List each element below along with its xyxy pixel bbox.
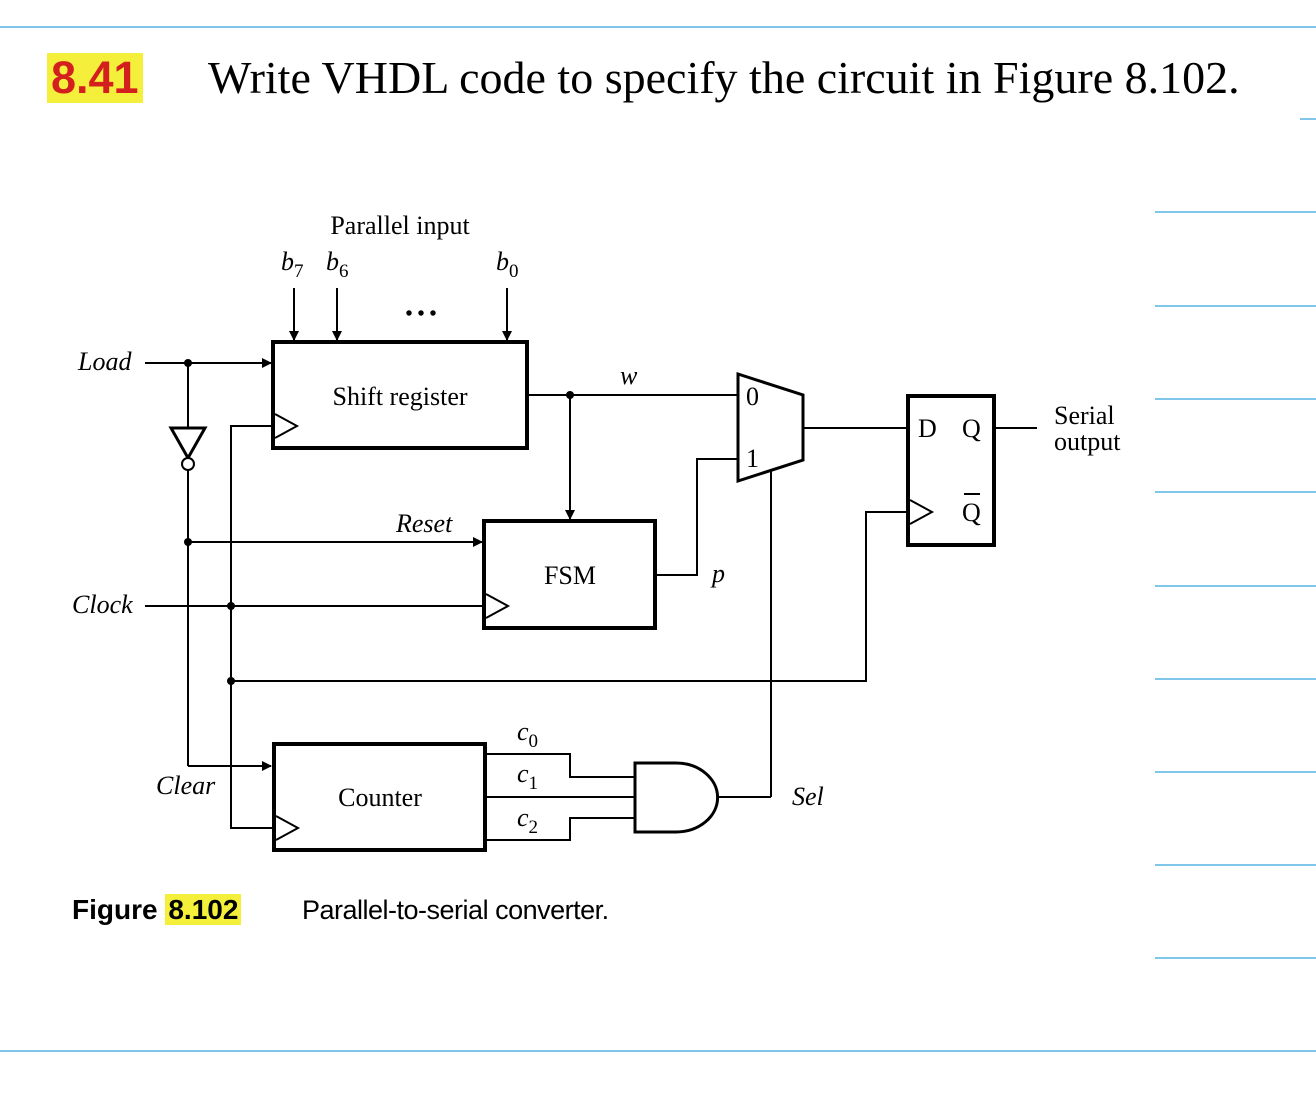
d-flipflop-block — [906, 394, 996, 547]
c0-wire — [485, 753, 635, 778]
margin-rule-line — [1155, 957, 1316, 959]
flipflop-qbar-label: Q — [962, 498, 981, 527]
flipflop-clock-triangle — [909, 499, 935, 525]
mux-input-0-label: 0 — [746, 382, 759, 411]
c2-label: c2 — [517, 803, 538, 838]
top-rule-line — [0, 26, 1316, 28]
shift-register-clock-triangle — [274, 413, 300, 439]
fsm-clock-triangle — [485, 593, 511, 619]
counter-block — [272, 742, 487, 852]
caption-figure-number: 8.102 — [165, 894, 242, 925]
flipflop-q-label: Q — [962, 414, 981, 443]
mux-input-1-label: 1 — [746, 444, 759, 473]
c1-label: c1 — [517, 759, 538, 794]
margin-rule-line — [1155, 491, 1316, 493]
load-label: Load — [77, 347, 132, 376]
shift-register-block — [271, 340, 529, 450]
counter-label: Counter — [338, 783, 422, 812]
reset-label: Reset — [395, 509, 453, 538]
counter-clock-triangle — [275, 815, 301, 841]
clear-label: Clear — [156, 771, 216, 800]
clock-bus-wire — [230, 425, 273, 829]
inverter-bubble — [181, 457, 195, 471]
fsm-label: FSM — [544, 561, 596, 590]
margin-rule-line — [1155, 398, 1316, 400]
c2-wire — [485, 817, 635, 841]
inverter-gate — [168, 426, 208, 462]
margin-rule-line — [1155, 678, 1316, 680]
and-gate — [633, 761, 720, 834]
problem-statement: Write VHDL code to specify the circuit i… — [208, 52, 1240, 103]
caption-figure-word: Figure — [72, 894, 158, 925]
clock-label: Clock — [72, 590, 133, 619]
bit-b7-label: b7 — [281, 247, 304, 282]
figure-caption-text: Parallel-to-serial converter. — [302, 895, 609, 925]
flipflop-d-label: D — [918, 414, 937, 443]
bits-ellipsis: • • • — [405, 303, 436, 325]
problem-number: 8.41 — [47, 53, 143, 103]
shift-register-label: Shift register — [332, 382, 467, 411]
figure-caption-label: Figure 8.102 — [72, 892, 242, 928]
w-label: w — [620, 361, 638, 390]
bit-b6-label: b6 — [326, 247, 349, 282]
p-label: p — [710, 559, 725, 588]
c0-label: c0 — [517, 717, 538, 752]
margin-rule-line — [1155, 585, 1316, 587]
margin-rule-line — [1155, 211, 1316, 213]
bit-b0-label: b0 — [496, 247, 519, 282]
margin-rule-line — [1300, 118, 1316, 120]
margin-rule-line — [1155, 864, 1316, 866]
clock-to-flipflop-wire — [231, 511, 908, 682]
serial-output-label-line1: Serial — [1054, 401, 1115, 430]
bottom-rule-line — [0, 1050, 1316, 1052]
margin-rule-line — [1155, 771, 1316, 773]
p-wire — [655, 458, 738, 576]
parallel-input-label: Parallel input — [330, 211, 470, 240]
margin-rule-line — [1155, 305, 1316, 307]
multiplexer — [736, 371, 805, 484]
serial-output-label-line2: output — [1054, 427, 1121, 456]
sel-label: Sel — [792, 782, 824, 811]
